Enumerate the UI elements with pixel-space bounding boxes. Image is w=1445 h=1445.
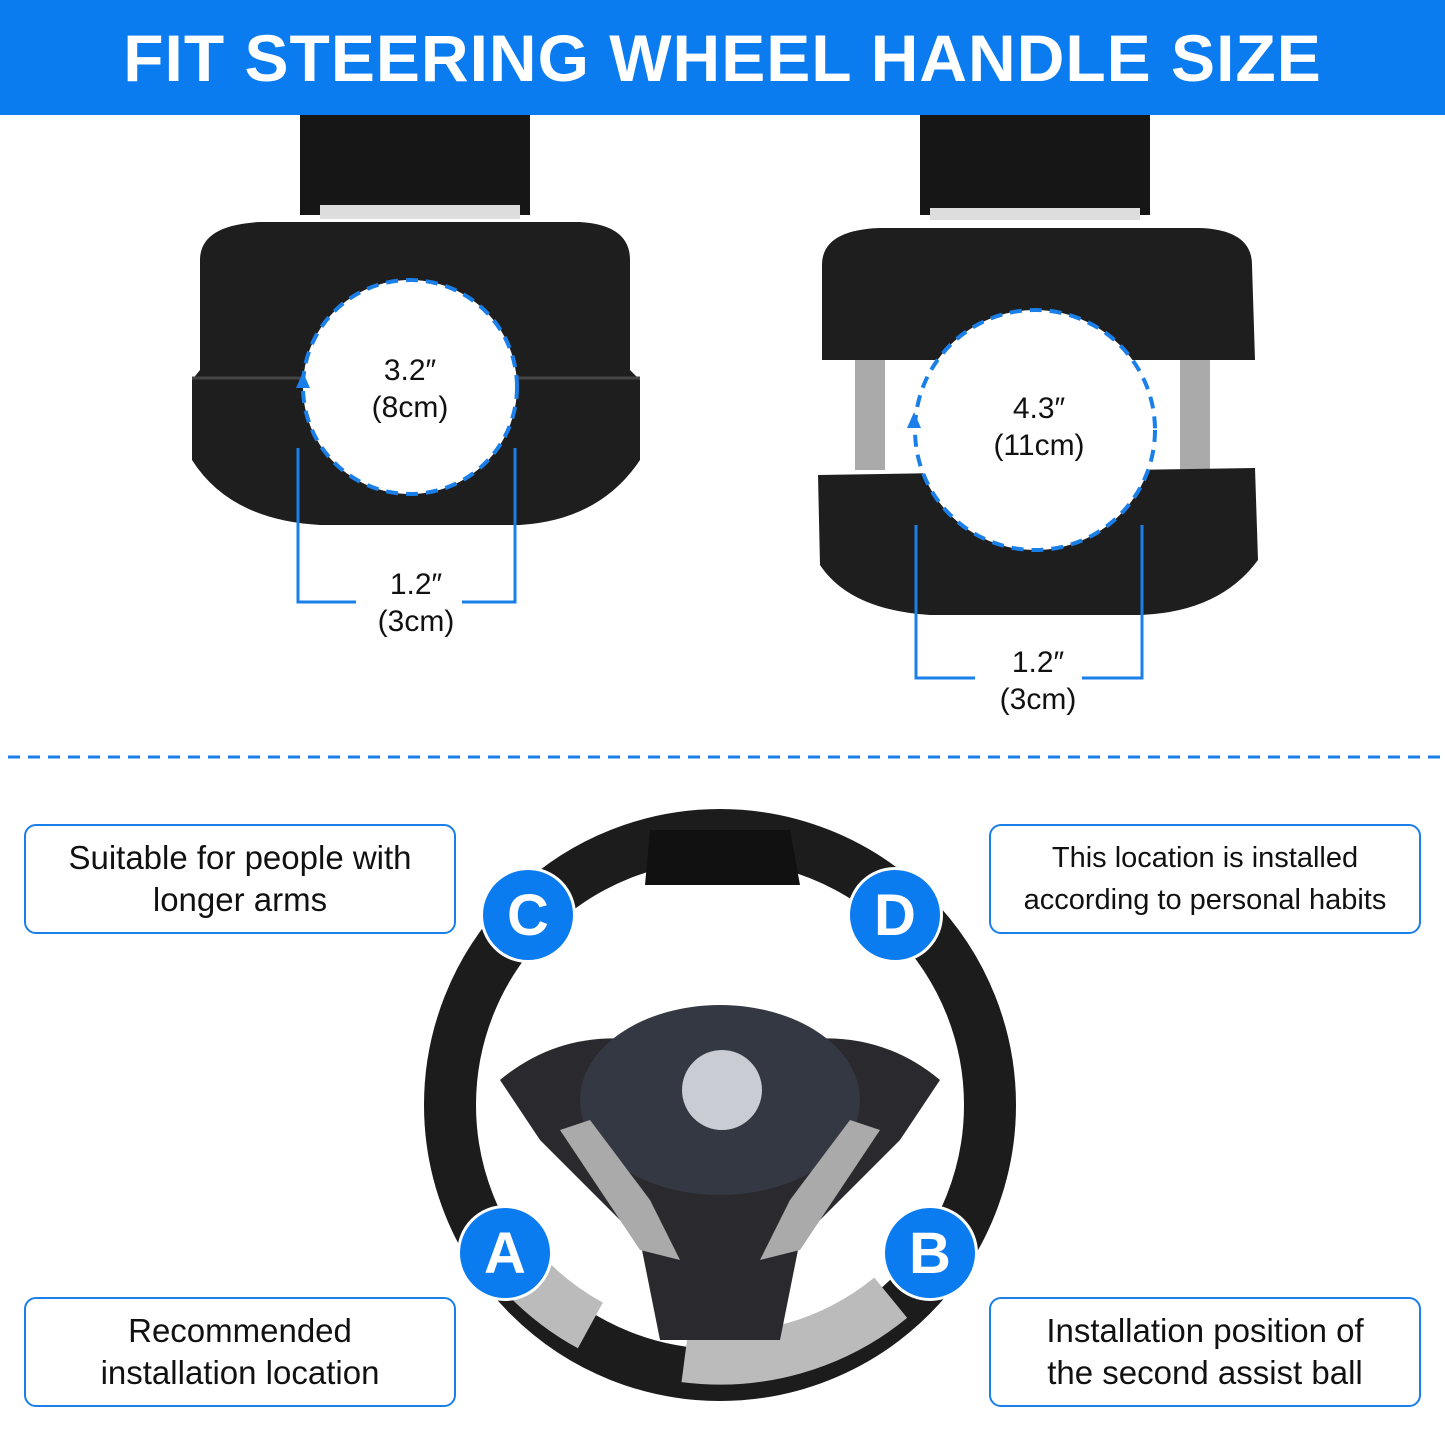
position-b-badge: B [882,1205,978,1301]
large-clamp-diameter: 4.3″(11cm) [993,392,1085,462]
steering-wheel-image [424,809,1016,1401]
position-d-badge: D [847,867,943,963]
small-clamp-width: 1.2″(3cm) [377,568,455,638]
position-a-description: Recommended installation location [24,1297,456,1407]
position-b-description: Installation position of the second assi… [989,1297,1421,1407]
page-title: FIT STEERING WHEEL HANDLE SIZE [0,0,1445,115]
position-c-badge: C [480,867,576,963]
large-clamp-image [818,115,1258,680]
small-clamp-diameter: 3.2″(8cm) [371,354,449,424]
position-d-description: This location is installed according to … [989,824,1421,934]
small-clamp-image [192,115,640,604]
position-c-description: Suitable for people with longer arms [24,824,456,934]
position-a-badge: A [457,1205,553,1301]
large-clamp-width: 1.2″(3cm) [999,646,1077,716]
